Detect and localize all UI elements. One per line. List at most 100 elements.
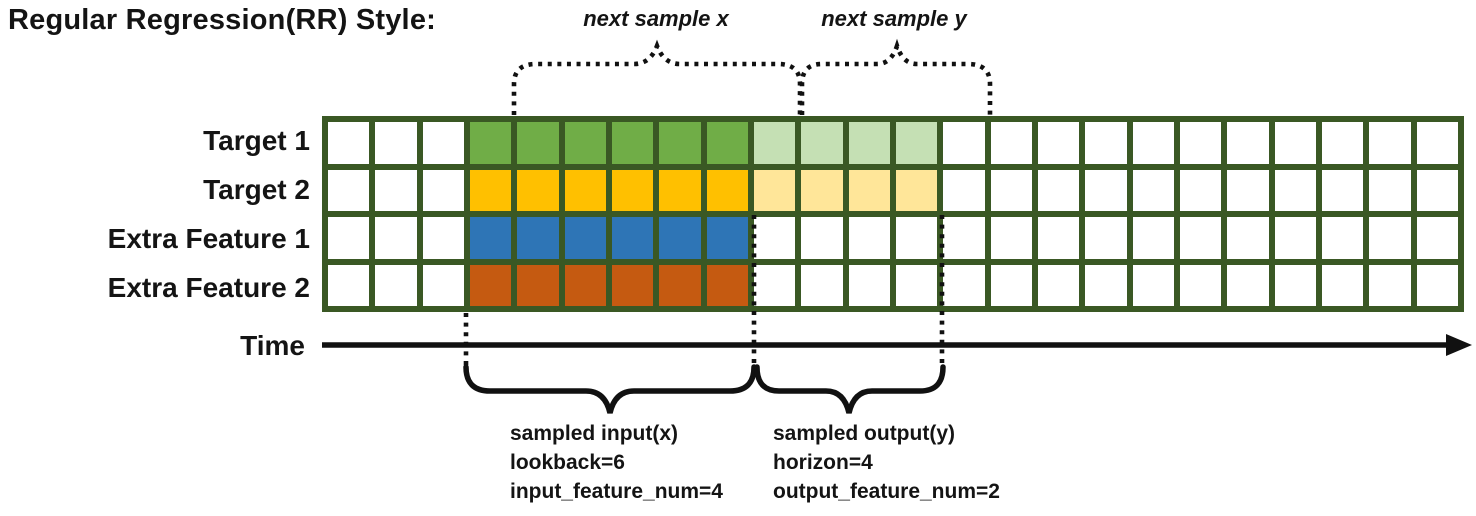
grid-cell: [1179, 169, 1222, 211]
row-label-extra-feature-1: Extra Feature 1: [107, 223, 310, 254]
grid-cell: [611, 264, 654, 306]
grid-cell: [848, 122, 890, 164]
grid-cell: [1037, 169, 1080, 211]
lookback-line: lookback=6: [510, 451, 625, 474]
grid-cell: [1132, 169, 1174, 211]
grid-cell: [943, 169, 985, 211]
grid-cell: [1132, 217, 1174, 259]
grid-cell: [848, 264, 890, 306]
grid-cell: [801, 217, 843, 259]
grid-cell: [1321, 264, 1364, 306]
grid-cell: [753, 217, 796, 259]
grid-cell: [895, 169, 938, 211]
grid-cell: [1274, 122, 1316, 164]
grid-cell: [659, 122, 701, 164]
grid-cell: [895, 264, 938, 306]
grid-cell: [564, 217, 606, 259]
grid-cell: [517, 264, 559, 306]
grid-cell: [328, 264, 370, 306]
grid-cell: [517, 122, 559, 164]
grid-cell: [375, 122, 417, 164]
grid-cell: [1037, 264, 1080, 306]
grid-cell: [753, 122, 796, 164]
row-label-extra-feature-2: Extra Feature 2: [107, 272, 310, 303]
grid-cell: [659, 169, 701, 211]
grid-cell: [801, 264, 843, 306]
grid-cell: [990, 264, 1032, 306]
grid-cell: [1227, 217, 1269, 259]
grid-cell: [469, 264, 512, 306]
grid-cell: [706, 264, 748, 306]
grid-cell: [469, 122, 512, 164]
grid-cell: [659, 217, 701, 259]
grid-cell: [328, 169, 370, 211]
grid-cell: [1132, 122, 1174, 164]
grid-cell: [564, 169, 606, 211]
grid-cell: [1179, 217, 1222, 259]
grid-cell: [1416, 122, 1458, 164]
grid-cell: [895, 122, 938, 164]
grid-cell: [990, 169, 1032, 211]
grid-cell: [990, 122, 1032, 164]
next-sample-y-brace: [799, 38, 993, 115]
row-label-target-1: Target 1: [203, 125, 310, 156]
grid-cell: [1179, 264, 1222, 306]
sampled-input-note: sampled input(x) lookback=6 input_featur…: [510, 419, 723, 506]
grid-cell: [1321, 122, 1364, 164]
grid-cell: [706, 169, 748, 211]
grid-cell: [375, 264, 417, 306]
grid-cell: [706, 217, 748, 259]
diagram-title: Regular Regression(RR) Style:: [8, 4, 436, 36]
grid-cell: [1369, 217, 1411, 259]
grid-cell: [1274, 264, 1316, 306]
time-series-grid: [322, 116, 1464, 312]
grid-cell: [1274, 169, 1316, 211]
sampled-input-brace: [463, 364, 757, 414]
grid-cell: [1369, 122, 1411, 164]
grid-cell: [659, 264, 701, 306]
grid-cell: [469, 169, 512, 211]
next-sample-x-brace: [511, 39, 803, 115]
grid-cell: [1321, 169, 1364, 211]
grid-cell: [1085, 264, 1127, 306]
grid-cell: [422, 169, 464, 211]
grid-cell: [564, 122, 606, 164]
grid-cell: [517, 169, 559, 211]
grid-cell: [753, 169, 796, 211]
grid-cell: [1416, 217, 1458, 259]
grid-cell: [943, 217, 985, 259]
input-feature-num-line: input_feature_num=4: [510, 480, 723, 503]
grid-cell: [848, 169, 890, 211]
grid-cell: [1132, 264, 1174, 306]
next-sample-y-label: next sample y: [821, 6, 967, 31]
grid-cell: [564, 264, 606, 306]
grid-cell: [1227, 264, 1269, 306]
grid-cell: [706, 122, 748, 164]
grid-cell: [1085, 217, 1127, 259]
grid-cell: [1321, 217, 1364, 259]
row-label-target-2: Target 2: [203, 174, 310, 205]
grid-cell: [801, 122, 843, 164]
grid-cell: [1227, 169, 1269, 211]
grid-cell: [1274, 217, 1316, 259]
grid-cell: [422, 264, 464, 306]
sampled-input-line: sampled input(x): [510, 422, 679, 445]
grid-cell: [1037, 122, 1080, 164]
grid-cell: [753, 264, 796, 306]
grid-cell: [375, 217, 417, 259]
grid-cell: [990, 217, 1032, 259]
grid-cell: [895, 217, 938, 259]
output-feature-num-line: output_feature_num=2: [773, 480, 1000, 503]
grid-cell: [1416, 264, 1458, 306]
grid-cell: [422, 217, 464, 259]
horizon-line: horizon=4: [773, 451, 873, 474]
grid-cell: [1416, 169, 1458, 211]
grid-cell: [469, 217, 512, 259]
grid-cell: [943, 264, 985, 306]
sampled-output-note: sampled output(y) horizon=4 output_featu…: [773, 419, 1000, 506]
grid-cell: [328, 122, 370, 164]
time-axis-label: Time: [240, 330, 305, 361]
grid-cell: [611, 217, 654, 259]
grid-cell: [1085, 122, 1127, 164]
